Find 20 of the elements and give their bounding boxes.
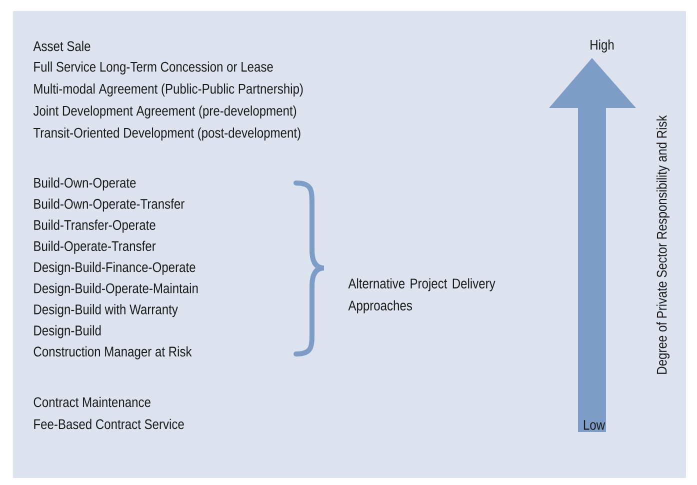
list-item: Build-Operate-Transfer	[34, 240, 156, 254]
list-item: Design-Build with Warranty	[34, 304, 178, 318]
list-item: Design-Build	[34, 325, 101, 338]
axis-label: Degree of Private Sector Responsibility and Risk	[656, 115, 670, 374]
list-item: Multi-modal Agreement (Public-Public Partnership)	[34, 83, 303, 97]
list-item: Full Service Long-Term Concession or Lease	[34, 61, 273, 75]
list-item: Joint Development Agreement (pre-development)	[33, 105, 296, 119]
list-item: Contract Maintenance	[34, 396, 150, 408]
list-item: Construction Manager at Risk	[34, 346, 192, 360]
list-item: Design-Build-Finance-Operate	[34, 262, 196, 275]
list-item: Build-Transfer-Operate	[34, 220, 156, 233]
list-item: Transit-Oriented Development (post-development)	[33, 127, 300, 141]
list-item: Design-Build-Operate-Maintain	[34, 282, 198, 296]
list-item: Fee-Based Contract Service	[34, 418, 184, 430]
list-item: Asset Sale	[33, 40, 90, 52]
group-label: Alternative Project Delivery Approaches	[348, 278, 496, 314]
list-item: Build-Own-Operate-Transfer	[34, 198, 184, 212]
list-item: Build-Own-Operate	[34, 177, 136, 191]
scale-label: Low	[584, 420, 606, 430]
scale-label: High	[590, 39, 614, 53]
